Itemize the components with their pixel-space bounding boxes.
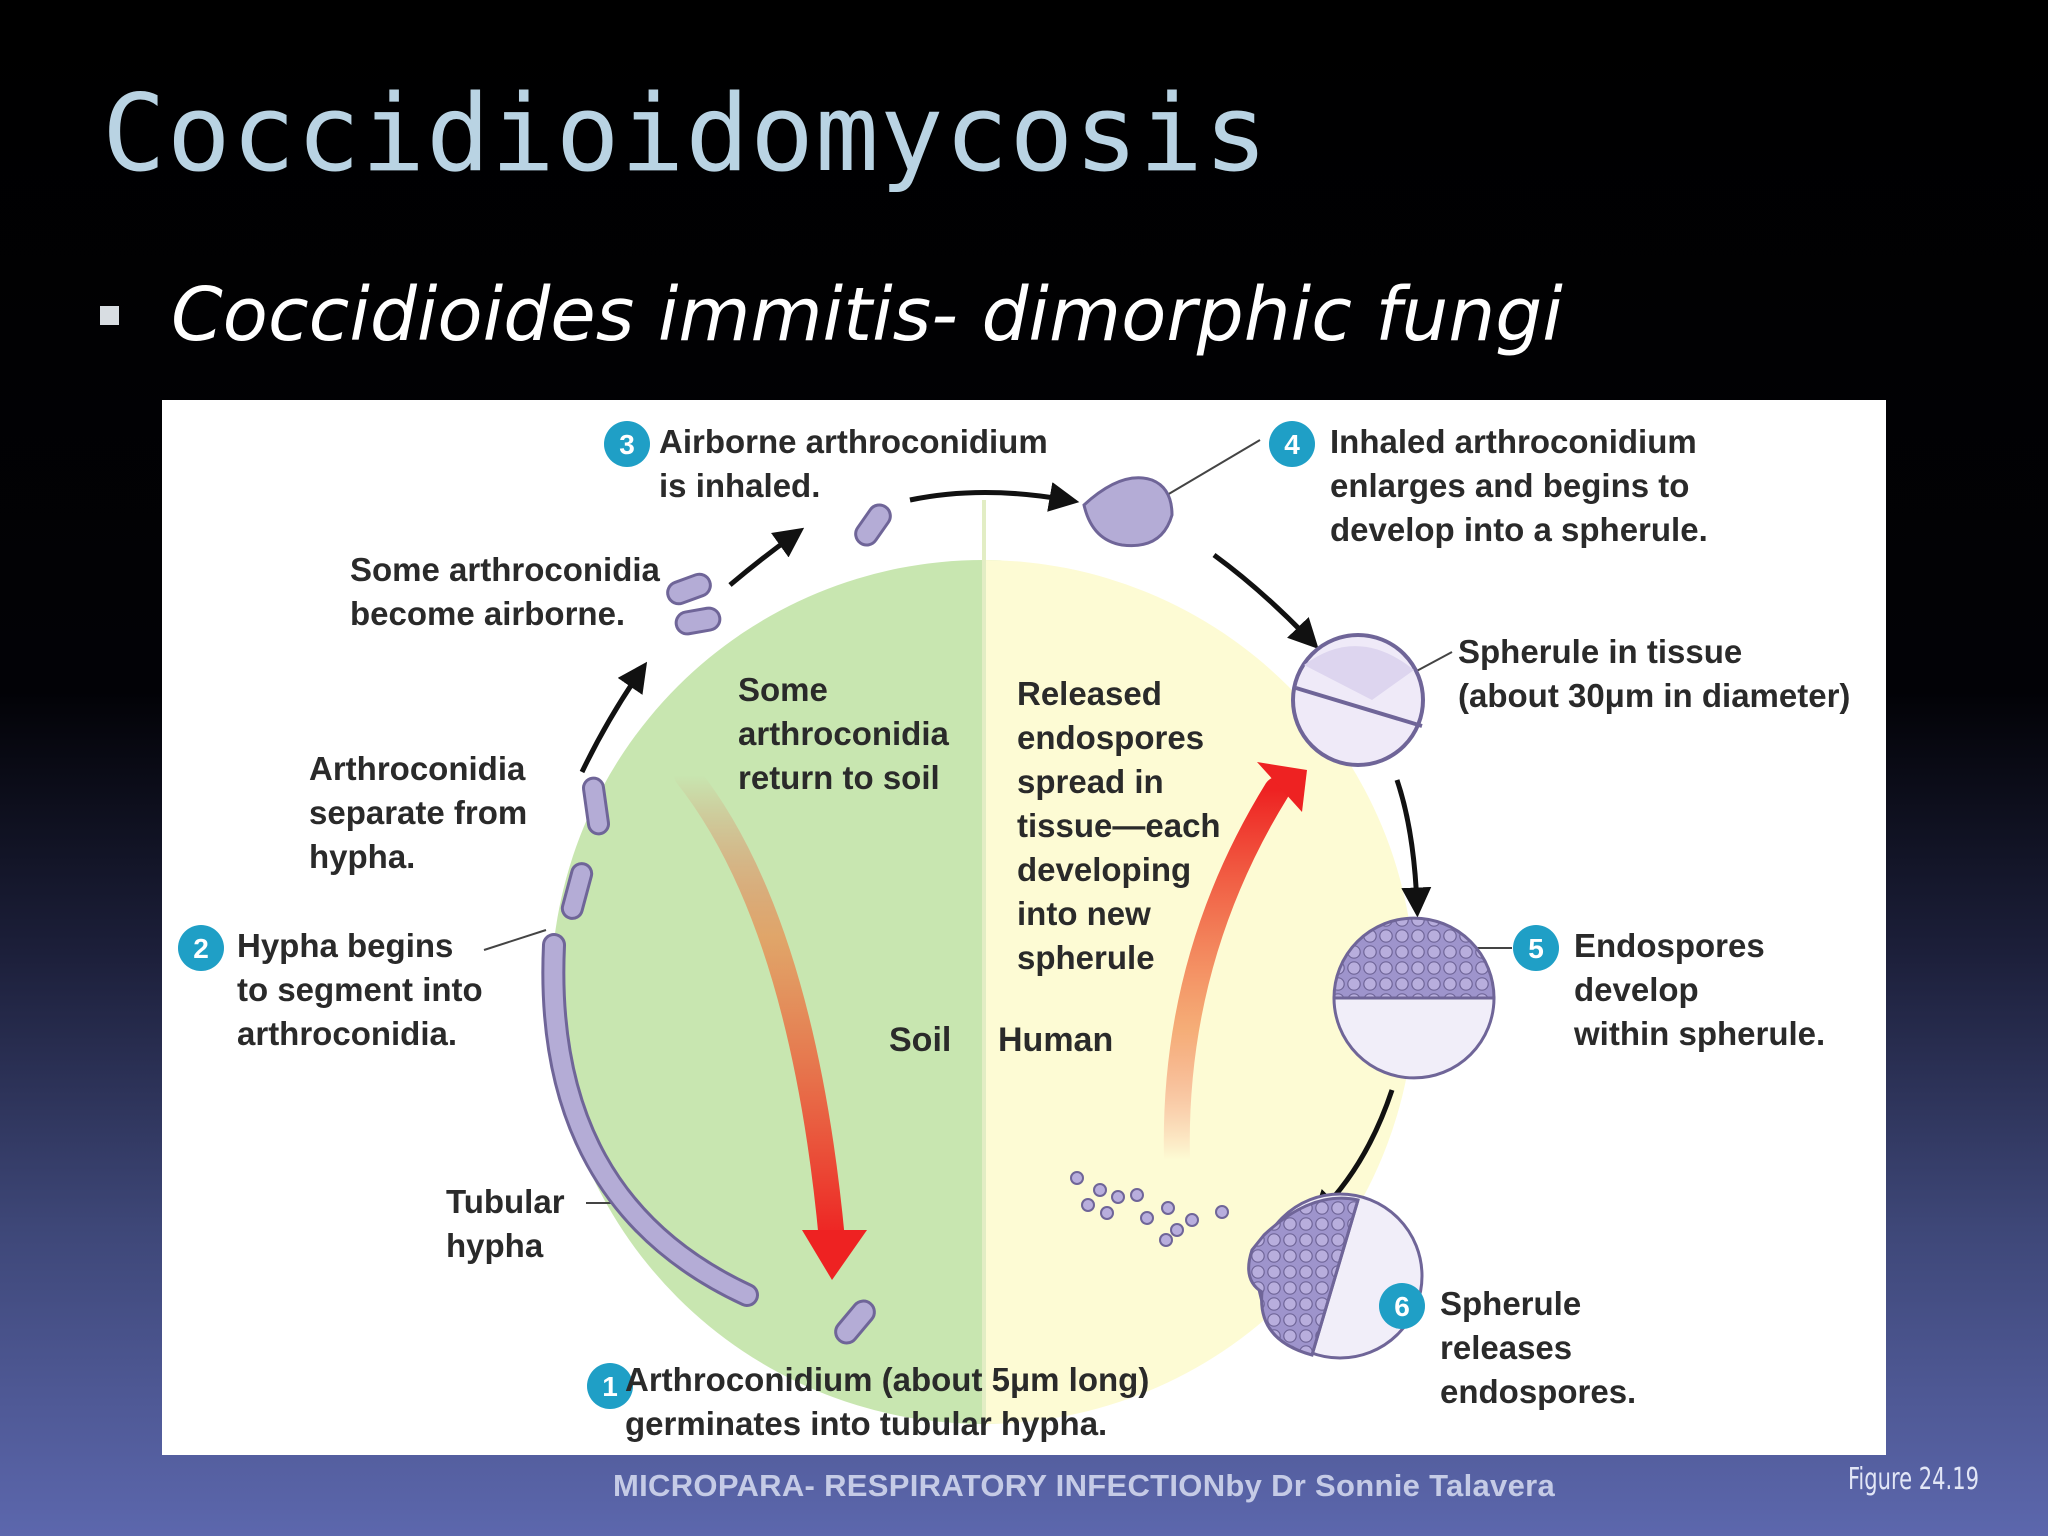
step-4-text: Inhaled arthroconidium enlarges and begi… <box>1330 423 1708 548</box>
badge-6-number: 6 <box>1394 1291 1410 1322</box>
bullet-text: Coccidioides immitis- dimorphic fungi <box>171 272 1563 358</box>
badge-2-number: 2 <box>193 933 209 964</box>
arthroconidia <box>560 503 892 1345</box>
badge-1-number: 1 <box>602 1371 618 1402</box>
region-label-human: Human <box>998 1021 1114 1059</box>
label-return-soil: Some arthroconidia return to soil <box>738 671 949 796</box>
step-3-text: Airborne arthroconidium is inhaled. <box>659 423 1048 504</box>
step-2-text: Hypha begins to segment into arthroconid… <box>237 927 483 1052</box>
slide-footer: MICROPARA- RESPIRATORY INFECTIONby Dr So… <box>613 1468 1556 1503</box>
lifecycle-figure: 1 2 3 4 5 6 Arthroconidium (about 5μm lo… <box>162 400 1886 1455</box>
badge-2 <box>178 925 224 971</box>
badge-1 <box>587 1363 633 1409</box>
step-1-text: Arthroconidium (about 5μm long) germinat… <box>625 1361 1150 1442</box>
lifecycle-diagram: 1 2 3 4 5 6 <box>178 421 1559 1424</box>
slide-title: Coccidioidomycosis <box>102 72 1269 195</box>
label-tubular-hypha: Tubular hypha <box>446 1183 565 1264</box>
soil-return-arrowhead <box>802 1230 867 1280</box>
spherule-in-tissue <box>1291 633 1425 767</box>
label-spherule-tissue: Spherule in tissue (about 30μm in diamet… <box>1458 633 1851 714</box>
badge-6 <box>1379 1283 1425 1329</box>
badge-3-number: 3 <box>619 429 635 460</box>
badge-4 <box>1269 421 1315 467</box>
human-spread-arrow <box>1163 777 1290 1173</box>
bullet-item: Coccidioides immitis- dimorphic fungi <box>100 270 1563 360</box>
step-badges: 1 2 3 4 5 6 <box>178 421 1559 1409</box>
badge-3 <box>604 421 650 467</box>
enlarging-arthroconidium <box>1082 476 1174 548</box>
label-released-endospores: Released endospores spread in tissue—eac… <box>1017 675 1221 976</box>
soil-return-arrow <box>674 762 845 1253</box>
cycle-arrows <box>579 482 1432 1221</box>
step-5-text: Endospores develop within spherule. <box>1574 927 1826 1052</box>
human-spread-arrowhead <box>1257 762 1307 812</box>
region-label-soil: Soil <box>889 1021 952 1059</box>
figure-reference: Figure 24.19 <box>1848 1462 1980 1497</box>
step-6-text: Spherule releases endospores. <box>1440 1285 1637 1410</box>
bullet-square-icon <box>100 305 119 325</box>
label-separate: Arthroconidia separate from hypha. <box>309 750 528 875</box>
label-airborne: Some arthroconidia become airborne. <box>350 551 660 632</box>
badge-5-number: 5 <box>1528 933 1544 964</box>
spherule-with-endospores <box>1332 916 1496 1080</box>
tubular-hypha <box>541 933 759 1307</box>
badge-4-number: 4 <box>1284 429 1300 460</box>
badge-5 <box>1513 925 1559 971</box>
spherule-releasing-endospores <box>1070 1171 1424 1360</box>
